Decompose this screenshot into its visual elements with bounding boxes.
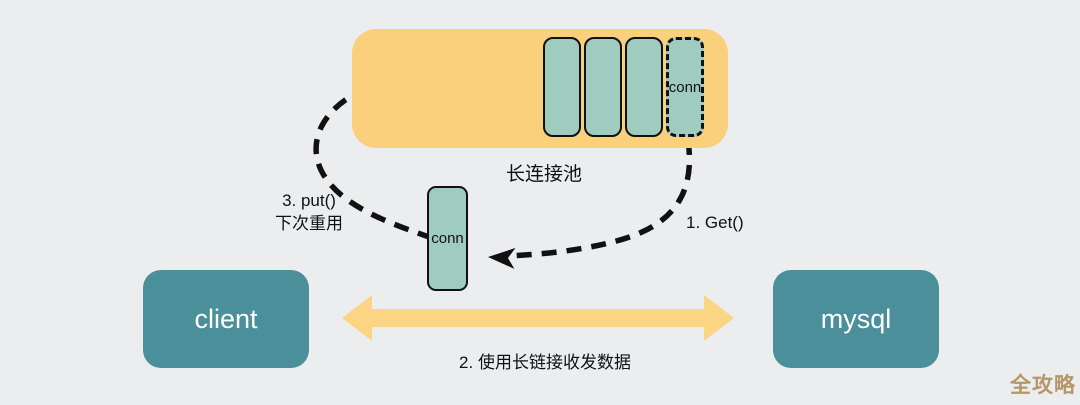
pool-title: 长连接池 xyxy=(505,164,583,185)
transfer-double-arrow xyxy=(342,295,734,341)
pool-slot-conn-dashed: conn xyxy=(666,37,704,137)
put-step-label: 3. put() xyxy=(282,191,336,210)
pool-slot xyxy=(584,37,622,137)
transfer-annotation: 2. 使用长链接收发数据 xyxy=(459,353,631,372)
pool-slot xyxy=(543,37,581,137)
client-node: client xyxy=(143,270,309,368)
get-arrowhead-icon xyxy=(488,247,516,269)
put-reuse-label: 下次重用 xyxy=(275,214,343,233)
pool-slots: conn xyxy=(543,37,704,137)
mysql-label: mysql xyxy=(820,303,892,334)
mysql-node: mysql xyxy=(773,270,939,368)
client-label: client xyxy=(194,303,258,334)
get-arrow-curve xyxy=(500,139,693,259)
get-annotation: 1. Get() xyxy=(686,213,744,232)
conn-box: conn xyxy=(427,186,468,291)
put-arrow-curve xyxy=(313,69,503,241)
pool-conn-label: conn xyxy=(668,78,702,96)
connection-pool: conn xyxy=(352,29,728,148)
pool-slot xyxy=(625,37,663,137)
watermark: 全攻略 xyxy=(1010,374,1076,397)
conn-box-label: conn xyxy=(431,230,464,247)
put-annotation: 3. put() 下次重用 xyxy=(275,189,343,235)
